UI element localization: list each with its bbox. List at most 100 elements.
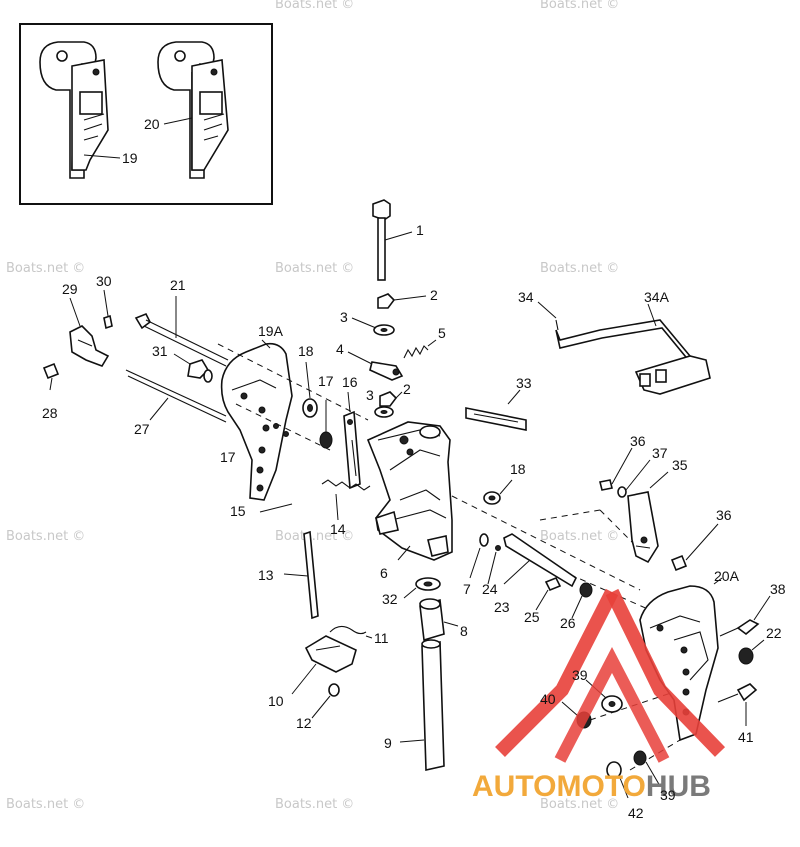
inset-box: 19 20 [19, 23, 273, 205]
part-35-lever [599, 447, 719, 572]
brand-text-automoto: AUTOMOTOHUB [472, 770, 711, 803]
part-13-rod [283, 530, 319, 620]
callout-28: 28 [42, 405, 58, 421]
callout-labels: 1 2 2 3 3 4 5 6 7 8 9 10 11 12 13 14 15 … [42, 222, 786, 821]
callout-27: 27 [134, 421, 150, 437]
part-12-nut [311, 683, 340, 719]
callout-42: 42 [628, 805, 644, 821]
part-16-link [343, 391, 361, 490]
part-26-nut [571, 582, 593, 619]
callout-2: 2 [403, 381, 411, 397]
part-34a-handle [537, 301, 711, 395]
watermark: Boats.net © [540, 261, 619, 276]
callout-33: 33 [516, 375, 532, 391]
callout-12: 12 [296, 715, 312, 731]
callout-13: 13 [258, 567, 274, 583]
watermark: Boats.net © [275, 797, 354, 812]
part-32-washer [403, 577, 441, 599]
automotohub-logo: AUTOMOTOHUB [472, 588, 726, 803]
callout-1: 1 [416, 222, 424, 238]
part-8-bushing [419, 598, 459, 642]
watermark: Boats.net © [275, 0, 354, 12]
part-20a-clamp-bracket [639, 577, 723, 742]
callout-21: 21 [170, 277, 186, 293]
part-6-swivel-bracket [366, 421, 453, 561]
callout-16: 16 [342, 374, 358, 390]
callout-9: 9 [384, 735, 392, 751]
part-11-spring [329, 625, 373, 639]
callout-11: 11 [374, 630, 389, 646]
callout-32: 32 [382, 591, 398, 607]
callout-25: 25 [524, 609, 540, 625]
callout-14: 14 [330, 521, 346, 537]
callout-37: 37 [652, 445, 668, 461]
callout-35: 35 [672, 457, 688, 473]
callout-18: 18 [298, 343, 314, 359]
callout-36: 36 [630, 433, 646, 449]
part-1-tilt-pin [372, 199, 413, 281]
callout-34a: 34A [644, 289, 670, 305]
callout-4: 4 [336, 341, 344, 357]
callout-15: 15 [230, 503, 246, 519]
part-31-nut [173, 353, 213, 383]
callout-6: 6 [380, 565, 388, 581]
inset-bracket-19 [39, 41, 109, 179]
callout-5: 5 [438, 325, 446, 341]
part-41-bolt [717, 683, 758, 726]
watermarks: Boats.net © Boats.net © Boats.net © Boat… [6, 0, 619, 812]
part-3-washers [351, 317, 395, 418]
part-19a-clamp-bracket [220, 339, 293, 501]
callout-10: 10 [268, 693, 284, 709]
callout-7: 7 [463, 581, 471, 597]
callout-3: 3 [340, 309, 348, 325]
part-4-lever [347, 351, 404, 381]
watermark: Boats.net © [540, 0, 619, 12]
part-10-clip [291, 635, 357, 695]
watermark: Boats.net © [6, 797, 85, 812]
callout-20: 20 [144, 116, 160, 132]
callout-20a: 20A [714, 568, 740, 584]
callout-23: 23 [494, 599, 510, 615]
part-25-fitting [535, 576, 562, 611]
callout-38: 38 [770, 581, 786, 597]
part-21-bolt [134, 296, 229, 367]
part-24-pin [487, 545, 501, 585]
part-9-tube [399, 639, 445, 771]
callout-39: 39 [660, 787, 676, 803]
part-14-rod [321, 479, 371, 521]
part-7-bushing [469, 533, 489, 579]
callout-41: 41 [738, 729, 754, 745]
callout-34: 34 [518, 289, 534, 305]
callout-31: 31 [152, 343, 168, 359]
callout-18: 18 [510, 461, 526, 477]
part-2-washers [377, 293, 427, 407]
watermark: Boats.net © [540, 529, 619, 544]
part-38-bolt [719, 595, 771, 637]
callout-17: 17 [220, 449, 236, 465]
watermark: Boats.net © [275, 529, 354, 544]
part-5-spring [403, 339, 437, 359]
leader-15 [259, 503, 293, 513]
part-23-shaft [503, 533, 578, 588]
inset-bracket-20 [157, 41, 229, 179]
callout-2: 2 [430, 287, 438, 303]
part-27-tube [125, 369, 227, 423]
watermark: Boats.net © [275, 261, 354, 276]
callout-8: 8 [460, 623, 468, 639]
callout-19a: 19A [258, 323, 284, 339]
callout-36: 36 [716, 507, 732, 523]
watermark: Boats.net © [6, 261, 85, 276]
callout-19: 19 [122, 150, 138, 166]
callout-29: 29 [62, 281, 78, 297]
callout-40: 40 [540, 691, 556, 707]
watermark: Boats.net © [6, 529, 85, 544]
part-33-decal [465, 389, 527, 431]
callout-39: 39 [572, 667, 588, 683]
callout-30: 30 [96, 273, 112, 289]
watermark: Boats.net © [540, 797, 619, 812]
parts-17-18-washers [302, 361, 513, 505]
callout-26: 26 [560, 615, 576, 631]
parts-28-29-30 [42, 289, 113, 391]
part-22-nut [738, 639, 765, 665]
